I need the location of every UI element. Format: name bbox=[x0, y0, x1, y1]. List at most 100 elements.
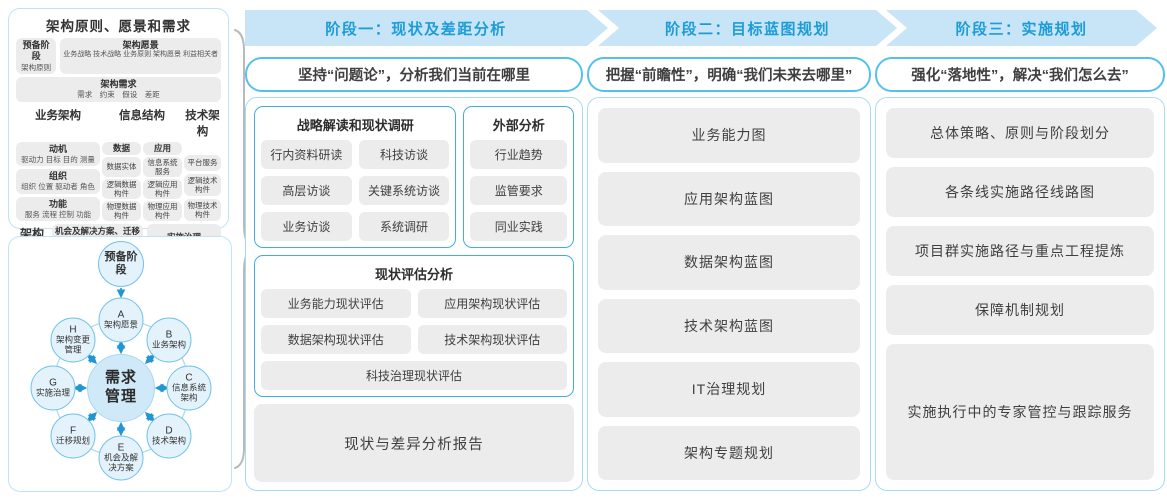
info-structure-header: 信息结构 bbox=[119, 109, 165, 122]
arch-panel-title: 架构原则、愿景和需求 bbox=[46, 19, 191, 34]
node-letter: H bbox=[69, 324, 77, 336]
survey-item: 关键系统访谈 bbox=[358, 176, 450, 205]
business-arch-header: 业务架构 bbox=[35, 109, 81, 122]
function-sub: 服务 流程 控制 功能 bbox=[24, 210, 92, 219]
cycle-node-d: D 技术架构 bbox=[146, 413, 192, 459]
phase2-item: IT治理规划 bbox=[598, 362, 860, 417]
phase3-subtitle: 强化“落地性”，解决“我们怎么去” bbox=[875, 57, 1165, 92]
external-item: 监管要求 bbox=[470, 176, 567, 205]
motivation-sub: 驱动力 目标 目的 测量 bbox=[21, 154, 95, 164]
assessment-items: 业务能力现状评估 应用架构现状评估 数据架构现状评估 技术架构现状评估 科技治理… bbox=[261, 289, 567, 390]
survey-items: 行内资料研读 科技访谈 高层访谈 关键系统访谈 业务访谈 系统调研 bbox=[261, 140, 450, 241]
phase2-subtitle: 把握“前瞻性”，明确“我们未来去哪里” bbox=[587, 57, 871, 92]
phase2-item: 业务能力图 bbox=[598, 108, 860, 163]
data-item: 数据实体 bbox=[102, 156, 141, 177]
phase3-item: 保障机制规划 bbox=[886, 285, 1154, 335]
section-headers: 业务架构 信息结构 技术架构 bbox=[16, 107, 221, 139]
node-letter: G bbox=[49, 377, 57, 389]
organization-box: 组织 组织 位置 驱动者 角色 bbox=[16, 169, 100, 194]
node-letter: B bbox=[165, 329, 173, 341]
node-letter: A bbox=[117, 309, 125, 321]
info-column: 数据 数据实体 逻辑数据构件 物理数据构件 应用 信息系统服务 逻辑应用构件 物… bbox=[102, 141, 182, 222]
phase3-item: 项目群实施路径与重点工程提炼 bbox=[886, 226, 1154, 276]
business-column: 动机 驱动力 目标 目的 测量 组织 组织 位置 驱动者 角色 功能 服务 流程… bbox=[16, 141, 100, 222]
app-item: 物理应用构件 bbox=[143, 201, 182, 222]
external-group-title: 外部分析 bbox=[492, 118, 545, 133]
data-header: 数据 bbox=[102, 141, 141, 155]
cycle-node-c: C 信息系统架构 bbox=[166, 365, 212, 411]
phase3-item: 总体策略、原则与阶段划分 bbox=[886, 108, 1154, 158]
phase3-content: 总体策略、原则与阶段划分 各条线实施路径线路图 项目群实施路径与重点工程提炼 保… bbox=[875, 97, 1165, 491]
organization-sub: 组织 位置 驱动者 角色 bbox=[21, 182, 95, 192]
external-item: 行业趋势 bbox=[470, 140, 567, 169]
app-item: 信息系统服务 bbox=[143, 156, 182, 177]
requirements-mgmt-label: 需求管理 bbox=[104, 369, 137, 405]
node-label: 架构变更管理 bbox=[55, 334, 90, 355]
cycle-node-b: B 业务架构 bbox=[146, 317, 192, 363]
node-label: 架构愿景 bbox=[103, 319, 138, 330]
prep-stage-title: 预备阶段 bbox=[22, 40, 50, 62]
phase2-content: 业务能力图 应用架构蓝图 数据架构蓝图 技术架构蓝图 IT治理规划 架构专题规划 bbox=[587, 97, 871, 491]
phase3-banner: 阶段三：实施规划 bbox=[886, 10, 1157, 46]
node-label: 信息系统架构 bbox=[171, 382, 206, 403]
requirements-mgmt-circle: 需求管理 bbox=[87, 354, 155, 422]
survey-item: 行内资料研读 bbox=[261, 140, 352, 169]
data-item: 逻辑数据构件 bbox=[102, 178, 141, 200]
phase2-banner: 阶段二：目标蓝图规划 bbox=[598, 10, 897, 46]
motivation-title: 动机 bbox=[48, 143, 67, 154]
external-items: 行业趋势 监管要求 同业实践 bbox=[470, 140, 567, 241]
assessment-group-title: 现状评估分析 bbox=[374, 267, 453, 282]
node-label: 迁移规划 bbox=[55, 435, 90, 446]
phase3-item: 各条线实施路径线路图 bbox=[886, 167, 1154, 217]
requirements-box: 架构需求 需求 约束 假设 差距 bbox=[16, 76, 221, 102]
arrow-center-b bbox=[144, 353, 156, 365]
node-label: 机会及解决方案 bbox=[103, 452, 138, 473]
node-letter: E bbox=[117, 442, 125, 454]
vision-sub: 业务战略 技术战略 业务原则 架构愿景 利益相关者 bbox=[63, 51, 218, 59]
survey-item: 系统调研 bbox=[358, 212, 450, 241]
function-box: 功能 服务 流程 控制 功能 bbox=[16, 196, 100, 222]
node-letter: D bbox=[165, 425, 173, 437]
data-subcolumn: 数据 数据实体 逻辑数据构件 物理数据构件 bbox=[102, 141, 141, 222]
survey-group: 战略解读和现状调研 行内资料研读 科技访谈 高层访谈 关键系统访谈 业务访谈 系… bbox=[254, 106, 457, 248]
cycle-node-f: F 迁移规划 bbox=[50, 413, 96, 459]
assessment-item: 科技治理现状评估 bbox=[261, 361, 567, 390]
prep-stage-sub: 架构原则 bbox=[21, 62, 52, 72]
vision-box: 架构愿景 业务战略 技术战略 业务原则 架构愿景 利益相关者 bbox=[60, 38, 221, 74]
cycle-node-h: H 架构变更管理 bbox=[50, 317, 96, 363]
requirements-title: 架构需求 bbox=[100, 78, 137, 89]
assessment-group: 现状评估分析 业务能力现状评估 应用架构现状评估 数据架构现状评估 技术架构现状… bbox=[254, 255, 574, 397]
phase1-banner: 阶段一：现状及差距分析 bbox=[245, 10, 608, 46]
prep-stage-box: 预备阶段 架构原则 bbox=[16, 38, 57, 74]
tech-column: 平台服务 逻辑技术构件 物理技术构件 bbox=[184, 142, 221, 222]
assessment-item: 技术架构现状评估 bbox=[417, 325, 567, 354]
phase3-item: 实施执行中的专家管控与跟踪服务 bbox=[886, 344, 1154, 480]
data-item: 物理数据构件 bbox=[102, 201, 141, 222]
node-label: 实施治理 bbox=[35, 387, 70, 398]
survey-group-title: 战略解读和现状调研 bbox=[296, 118, 414, 133]
phase2-item: 技术架构蓝图 bbox=[598, 298, 860, 353]
vision-title: 架构愿景 bbox=[122, 40, 159, 50]
assessment-item: 数据架构现状评估 bbox=[261, 325, 411, 354]
cycle-node-a: A 架构愿景 bbox=[98, 297, 144, 343]
app-header: 应用 bbox=[143, 141, 182, 155]
tech-arch-header: 技术架构 bbox=[185, 109, 220, 138]
prep-stage-circle: 预备阶段 bbox=[98, 241, 144, 287]
app-item: 逻辑应用构件 bbox=[143, 178, 182, 200]
tech-item: 物理技术构件 bbox=[184, 199, 221, 222]
phase2-item: 架构专题规划 bbox=[598, 425, 860, 480]
organization-title: 组织 bbox=[48, 171, 67, 182]
phase1-top-row: 战略解读和现状调研 行内资料研读 科技访谈 高层访谈 关键系统访谈 业务访谈 系… bbox=[254, 106, 574, 248]
arrow-center-f bbox=[86, 411, 98, 423]
gap-report-box: 现状与差异分析报告 bbox=[254, 404, 574, 482]
assessment-item: 应用架构现状评估 bbox=[417, 289, 567, 318]
phase2-item: 数据架构蓝图 bbox=[598, 235, 860, 290]
external-item: 同业实践 bbox=[470, 212, 567, 241]
arrow-center-h bbox=[86, 353, 98, 365]
survey-item: 科技访谈 bbox=[358, 140, 450, 169]
prep-vision-row: 预备阶段 架构原则 架构愿景 业务战略 技术战略 业务原则 架构愿景 利益相关者 bbox=[16, 38, 221, 74]
node-label: 技术架构 bbox=[151, 435, 186, 446]
prep-stage-circle-label: 预备阶段 bbox=[104, 250, 138, 276]
architecture-content-panel: 架构原则、愿景和需求 预备阶段 架构原则 架构愿景 业务战略 技术战略 业务原则… bbox=[8, 8, 229, 259]
node-letter: C bbox=[185, 372, 193, 384]
